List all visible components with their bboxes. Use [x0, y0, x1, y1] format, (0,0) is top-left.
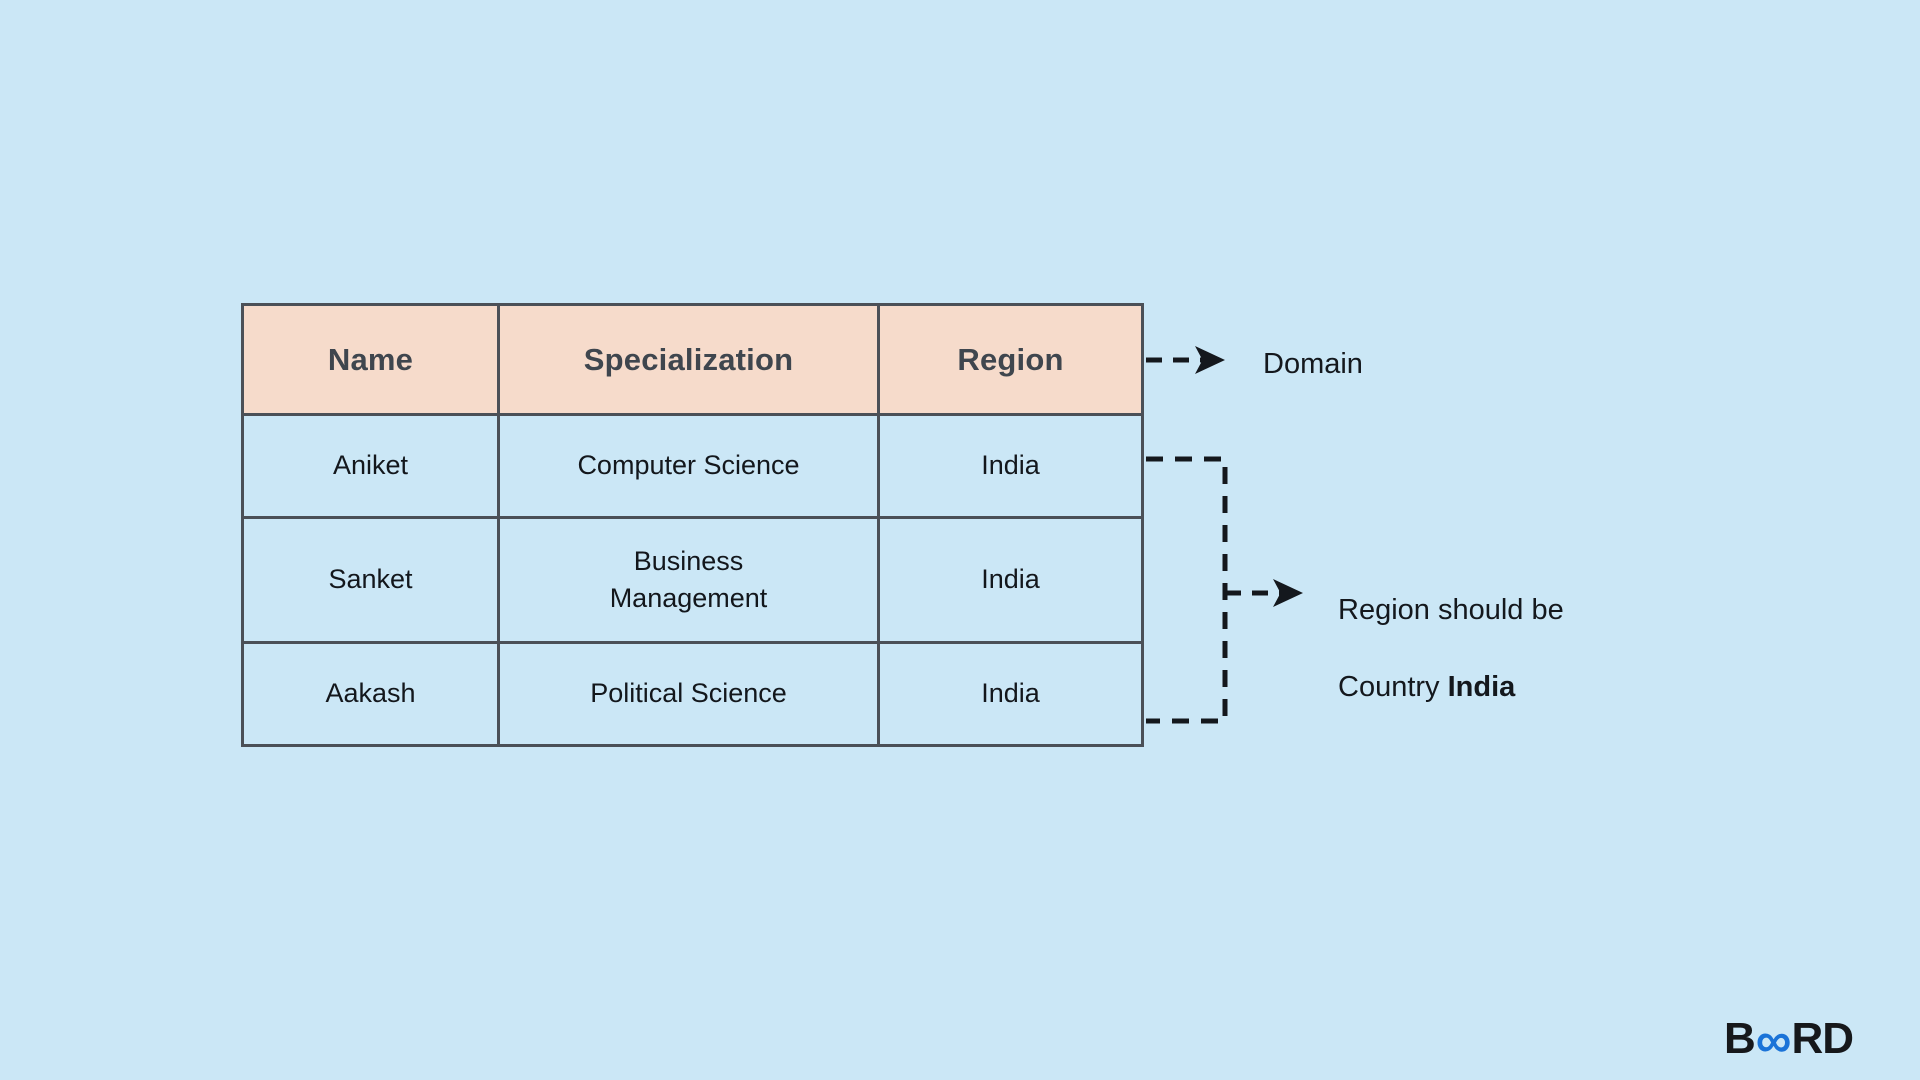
table-header: Name Specialization Region [241, 303, 1144, 416]
logo-text-b: B [1724, 1014, 1756, 1063]
logo-text-rd: RD [1791, 1014, 1854, 1063]
domain-annotation-label: Domain [1263, 348, 1363, 380]
cell-name: Aakash [241, 641, 500, 747]
column-header-region: Region [877, 303, 1144, 416]
cell-specialization: Computer Science [497, 413, 880, 519]
data-table: Name Specialization Region Aniket Comput… [241, 303, 1144, 747]
cell-name: Sanket [241, 516, 500, 644]
table-header-row: Name Specialization Region [241, 303, 1144, 416]
cell-region: India [877, 413, 1144, 519]
cell-specialization: Business Management [497, 516, 880, 644]
table-body: Aniket Computer Science India Sanket Bus… [241, 413, 1144, 747]
cell-name: Aniket [241, 413, 500, 519]
cell-specialization: Political Science [497, 641, 880, 747]
region-note-line2-bold: India [1447, 670, 1516, 703]
cell-region: India [877, 516, 1144, 644]
table-row: Aniket Computer Science India [241, 413, 1144, 519]
table-row: Aakash Political Science India [241, 641, 1144, 747]
region-annotation-note: Region should be Country India [1338, 553, 1668, 706]
column-header-specialization: Specialization [497, 303, 880, 416]
infinity-icon: ∞ [1755, 1012, 1792, 1068]
region-note-line2-prefix: Country [1338, 670, 1448, 703]
cell-region: India [877, 641, 1144, 747]
table-row: Sanket Business Management India [241, 516, 1144, 644]
region-note-line1: Region should be [1338, 594, 1564, 627]
region-bracket [1146, 456, 1228, 724]
column-header-name: Name [241, 303, 500, 416]
board-logo: B ∞ RD [1724, 1012, 1854, 1068]
